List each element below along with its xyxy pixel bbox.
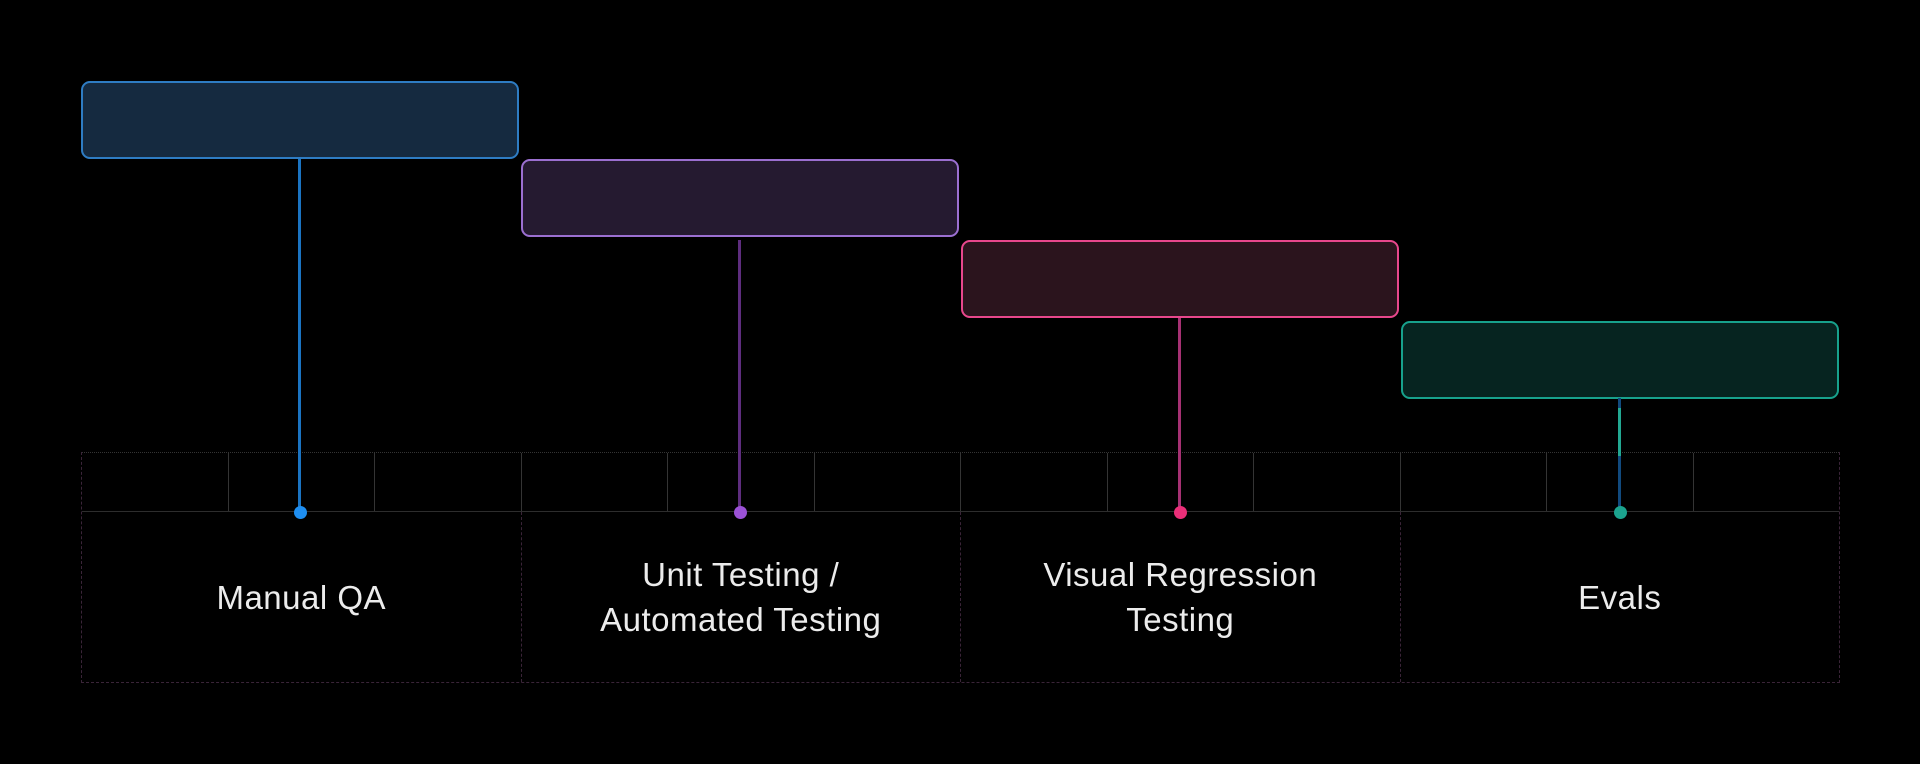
timeline-grid	[82, 452, 1839, 512]
stage-box-unit-automated-testing	[521, 159, 959, 237]
connector-line-visual-regression-testing	[1178, 318, 1181, 512]
stage-label-unit-automated-testing: Unit Testing / Automated Testing	[522, 512, 961, 682]
timeline-dot-evals	[1614, 506, 1627, 519]
timeline-dot-unit-automated-testing	[734, 506, 747, 519]
grid-cell	[815, 453, 961, 511]
stage-box-evals	[1401, 321, 1839, 399]
timeline-dot-manual-qa	[294, 506, 307, 519]
timeline-labels: Manual QA Unit Testing / Automated Testi…	[82, 512, 1839, 682]
grid-cell	[668, 453, 815, 511]
grid-cell	[375, 453, 522, 511]
stage-label-evals: Evals	[1578, 578, 1662, 616]
connector-line-unit-automated-testing	[738, 240, 741, 512]
timeline-dot-visual-regression-testing	[1174, 506, 1187, 519]
grid-cell	[1254, 453, 1401, 511]
grid-cell	[1694, 453, 1840, 511]
connector-line-manual-qa	[298, 159, 301, 512]
grid-cell	[229, 453, 375, 511]
timeline-table: Manual QA Unit Testing / Automated Testi…	[81, 452, 1840, 683]
grid-cell	[522, 453, 668, 511]
stage-box-visual-regression-testing	[961, 240, 1399, 318]
grid-cell	[1547, 453, 1694, 511]
grid-cell	[961, 453, 1108, 511]
stage-box-manual-qa	[81, 81, 519, 159]
stage-label-visual-regression-testing: Visual Regression Testing	[961, 512, 1401, 682]
connector-line-evals	[1618, 398, 1621, 512]
grid-cell	[1108, 453, 1254, 511]
grid-cell	[1401, 453, 1547, 511]
grid-cell	[82, 453, 229, 511]
stage-label-manual-qa: Manual QA	[82, 512, 522, 682]
